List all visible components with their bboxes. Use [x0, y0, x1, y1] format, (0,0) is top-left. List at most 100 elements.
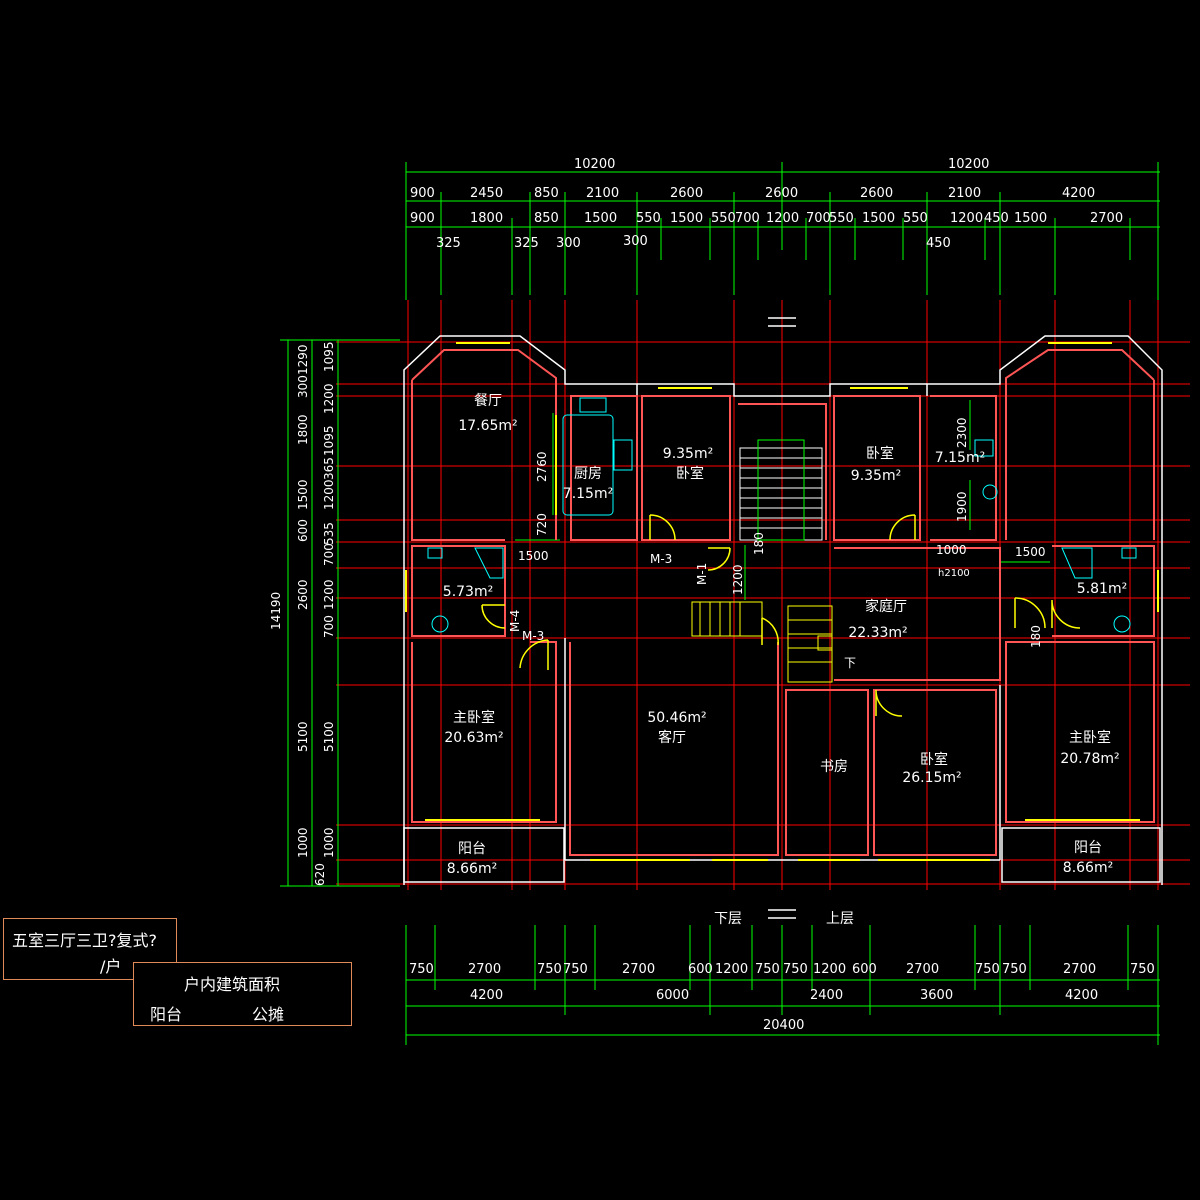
- dim-left-c2: 1095: [322, 425, 336, 456]
- dim-tag-2300: 2300: [955, 417, 969, 448]
- dim-top-r1: 2450: [470, 186, 503, 201]
- room-dining-area: 17.65m²: [458, 418, 517, 434]
- dim-left-c2: 700: [322, 615, 336, 638]
- dim-bottom-r1: 2700: [1063, 962, 1096, 977]
- dim-top-r2: 1800: [470, 211, 503, 226]
- door-height-tag: h2100: [938, 568, 970, 579]
- door-tag-m1: M-1: [695, 563, 709, 585]
- dim-bottom-r1: 750: [1130, 962, 1155, 977]
- area-summary-box: 户内建筑面积 阳台 公摊: [133, 962, 352, 1026]
- dim-top-r1: 2100: [948, 186, 981, 201]
- inner-walls: [411, 349, 1155, 856]
- room-bedroom-c-area: 26.15m²: [902, 770, 961, 786]
- unit-type-box: 五室三厅三卫?复式? /户: [3, 918, 177, 980]
- dim-top-r3: 300: [556, 236, 581, 251]
- fixtures: [427, 397, 1137, 633]
- dim-left-c2: 365: [322, 457, 336, 480]
- dim-top-r1: 850: [534, 186, 559, 201]
- dim-bottom-r1: 750: [1002, 962, 1027, 977]
- dim-top-r2: 550: [636, 211, 661, 226]
- dim-top-r2: 900: [410, 211, 435, 226]
- dim-left-c1: 2600: [296, 579, 310, 610]
- door-tag-m3: M-3: [650, 552, 672, 566]
- room-master-left-name: 主卧室: [453, 709, 495, 726]
- dim-tag-180: 180: [752, 532, 766, 555]
- dim-left-c2: 1095: [322, 341, 336, 372]
- stairs: [691, 439, 833, 683]
- dim-top-r2: 550: [829, 211, 854, 226]
- unit-type-line2: /户: [100, 957, 122, 976]
- dim-left-c1: 300: [296, 375, 310, 398]
- room-bedroom-a-area: 9.35m²: [663, 446, 713, 462]
- dim-bottom-r1: 2700: [468, 962, 501, 977]
- dim-bottom-r2: 4200: [470, 988, 503, 1003]
- dim-left-total: 14190: [269, 592, 283, 630]
- dim-top-r1: 2600: [765, 186, 798, 201]
- dim-bottom-r1: 750: [563, 962, 588, 977]
- dim-bottom-r2: 4200: [1065, 988, 1098, 1003]
- dim-top-r1: 4200: [1062, 186, 1095, 201]
- dim-top-r1: 900: [410, 186, 435, 201]
- room-master-right-area: 20.78m²: [1060, 751, 1119, 767]
- dim-top-r2: 550: [903, 211, 928, 226]
- dim-left-c1: 1800: [296, 414, 310, 445]
- dim-bottom-r1: 2700: [622, 962, 655, 977]
- dim-bottom-r1: 1200: [715, 962, 748, 977]
- dim-bottom-r2: 3600: [920, 988, 953, 1003]
- stair-down-label: 下: [844, 656, 856, 670]
- dim-top-r2: 2700: [1090, 211, 1123, 226]
- break-symbols: [768, 317, 796, 919]
- dim-left-c2: 5100: [322, 721, 336, 752]
- windows: [405, 342, 1159, 861]
- room-family-hall-name: 家庭厅: [865, 598, 907, 615]
- dim-tag-1500: 1500: [518, 549, 549, 563]
- dim-bottom-r2: 2400: [810, 988, 843, 1003]
- upper-floor-label: 上层: [826, 911, 854, 927]
- area-heading: 户内建筑面积: [184, 975, 281, 994]
- dim-top-r2: 700: [806, 211, 831, 226]
- annotations: M-3 M-3 M-1 M-4 2760 720 1500 1500 1200 …: [508, 417, 1046, 927]
- dim-left-c1: 600: [296, 519, 310, 542]
- dim-left-c2: 700: [322, 543, 336, 566]
- room-master-right-name: 主卧室: [1069, 729, 1111, 746]
- dim-top-r3: 300: [623, 234, 648, 249]
- left-dimensions: 14190 1290 300 1800 1500 600 2600 5100 1…: [269, 341, 336, 886]
- dim-tag-720: 720: [535, 513, 549, 536]
- dim-top-r2: 1200: [766, 211, 799, 226]
- room-study-name: 书房: [820, 759, 848, 775]
- dim-bottom-r1: 750: [537, 962, 562, 977]
- balcony-area-label: 阳台: [150, 1005, 183, 1024]
- dim-top-r1: 2600: [670, 186, 703, 201]
- room-bedroom-b-area: 9.35m²: [851, 468, 901, 484]
- dim-top-r2: 700: [735, 211, 760, 226]
- bottom-dimensions: 750 2700 750 750 2700 600 1200 750 750 1…: [409, 962, 1155, 1033]
- room-balcony-left-name: 阳台: [458, 841, 486, 857]
- dim-bottom-r1: 750: [409, 962, 434, 977]
- room-balcony-right-name: 阳台: [1074, 840, 1102, 856]
- dim-top-r3: 325: [514, 236, 539, 251]
- dim-left-c2: 1000: [322, 827, 336, 858]
- dim-left-c1: 1290: [296, 344, 310, 375]
- room-balcony-left-area: 8.66m²: [447, 861, 497, 877]
- dim-left-c1: 5100: [296, 721, 310, 752]
- dim-top-r2: 1500: [670, 211, 703, 226]
- dim-top-r2: 1500: [584, 211, 617, 226]
- door-tag-m4: M-4: [508, 610, 522, 632]
- doors: [481, 514, 1081, 717]
- room-master-left-area: 20.63m²: [444, 730, 503, 746]
- dim-top-r2: 450: [984, 211, 1009, 226]
- dim-bottom-r1: 750: [755, 962, 780, 977]
- room-kitchen-area: 7.15m²: [563, 486, 613, 502]
- dim-top-total-left: 10200: [574, 157, 615, 172]
- dim-bottom-r1: 750: [783, 962, 808, 977]
- dim-left-c2: 1200: [322, 383, 336, 414]
- dim-bottom-total: 20400: [763, 1018, 804, 1033]
- room-dining-name: 餐厅: [474, 393, 502, 409]
- dim-top-r2: 550: [711, 211, 736, 226]
- door-tag-m3: M-3: [522, 629, 544, 643]
- room-living-area: 50.46m²: [647, 710, 706, 726]
- room-bath-right-area: 5.81m²: [1077, 581, 1127, 597]
- room-bath-left-area: 5.73m²: [443, 584, 493, 600]
- dim-top-r3: 450: [926, 236, 951, 251]
